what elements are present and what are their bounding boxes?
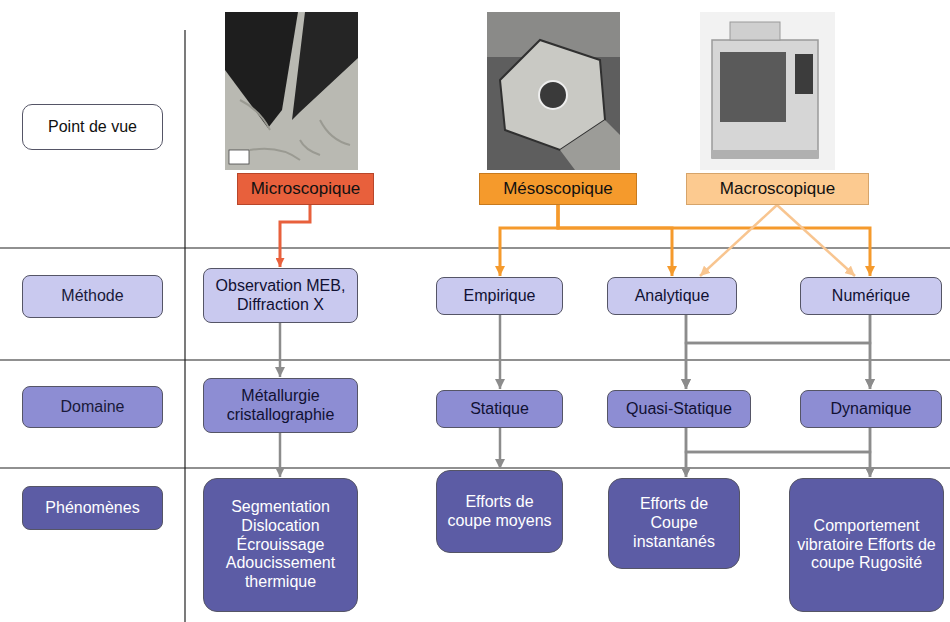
flow-arrow: [777, 205, 855, 276]
machine-window: [720, 52, 786, 122]
scale-label: Microscopique: [237, 173, 374, 205]
scale-bar-box: [229, 150, 249, 164]
method-box: Empirique: [436, 277, 563, 315]
micrograph-image: [225, 12, 358, 170]
node-text: Observation MEB, Diffraction X: [211, 277, 350, 315]
domain-box: Dynamique: [800, 390, 942, 428]
method-box: Observation MEB, Diffraction X: [203, 268, 358, 323]
flow-arrow: [686, 315, 870, 389]
flow-arrow: [558, 205, 870, 276]
row-divider: [0, 467, 950, 468]
flow-arrow: [686, 315, 870, 389]
flow-arrow: [279, 433, 282, 477]
grid-lines: [0, 30, 950, 622]
row-divider: [0, 359, 950, 360]
machine-body: [712, 40, 818, 158]
phenomenon-box: Comportement vibratoire Efforts de coupe…: [789, 478, 944, 612]
node-text: Méthode: [61, 287, 123, 306]
micrograph-texture: [240, 100, 350, 160]
phenomenon-box: Efforts de Coupe instantanés: [608, 478, 740, 569]
node-text: Analytique: [635, 287, 710, 306]
row-label: Domaine: [22, 386, 163, 428]
node-text: Empirique: [463, 287, 535, 306]
node-text: Phénomènes: [45, 499, 139, 518]
tool-photo: [487, 12, 620, 170]
node-text: Métallurgie cristallographie: [211, 387, 350, 425]
method-box: Numérique: [800, 277, 942, 315]
node-text: Microscopique: [251, 179, 361, 199]
workpiece: [560, 120, 620, 170]
flow-arrow: [500, 205, 558, 276]
node-text: Domaine: [60, 398, 124, 417]
row-divider: [0, 247, 950, 248]
flow-arrow: [499, 428, 502, 469]
flow-arrow: [700, 205, 777, 276]
domain-box: Statique: [436, 390, 563, 428]
micrograph-ground: [225, 12, 358, 170]
photo-ground: [487, 12, 620, 170]
machine-head: [730, 22, 780, 40]
flow-arrow: [869, 428, 872, 477]
node-text: Mésoscopique: [503, 179, 613, 199]
chip-dark-region: [292, 12, 358, 120]
node-text: Numérique: [832, 287, 910, 306]
machine-base: [712, 150, 818, 158]
phenomenon-box: Segmentation Dislocation Écrouissage Ado…: [203, 478, 358, 612]
flow-arrow: [558, 205, 672, 276]
chip-dark-region: [225, 12, 298, 128]
node-text: Efforts de coupe moyens: [444, 493, 555, 531]
scale-label: Mésoscopique: [479, 173, 637, 205]
phenomenon-box: Efforts de coupe moyens: [436, 470, 563, 553]
method-box: Analytique: [607, 277, 737, 315]
vertical-divider: [184, 30, 185, 622]
node-text: Dynamique: [831, 400, 912, 419]
control-panel: [795, 54, 813, 94]
photo-ground: [700, 12, 835, 170]
node-text: Segmentation Dislocation Écrouissage Ado…: [211, 498, 350, 592]
row-label: Point de vue: [22, 104, 163, 150]
flow-arrow: [280, 205, 310, 267]
node-text: Quasi-Statique: [626, 400, 732, 419]
flow-arrow: [686, 428, 870, 477]
node-text: Efforts de Coupe instantanés: [616, 495, 732, 552]
flow-arrow: [869, 315, 872, 389]
flow-arrow: [499, 315, 502, 389]
insert-screw: [539, 81, 567, 109]
domain-box: Quasi-Statique: [607, 390, 751, 428]
node-text: Comportement vibratoire Efforts de coupe…: [797, 517, 936, 574]
domain-box: Métallurgie cristallographie: [203, 378, 358, 433]
node-text: Macroscopique: [720, 179, 835, 199]
row-label: Méthode: [22, 275, 163, 318]
flow-arrow: [279, 323, 282, 377]
node-text: Point de vue: [48, 118, 137, 137]
flow-arrow: [686, 428, 870, 477]
machine-photo: [700, 12, 835, 170]
scale-label: Macroscopique: [686, 173, 869, 205]
node-text: Statique: [470, 400, 529, 419]
row-label: Phénomènes: [22, 486, 163, 530]
